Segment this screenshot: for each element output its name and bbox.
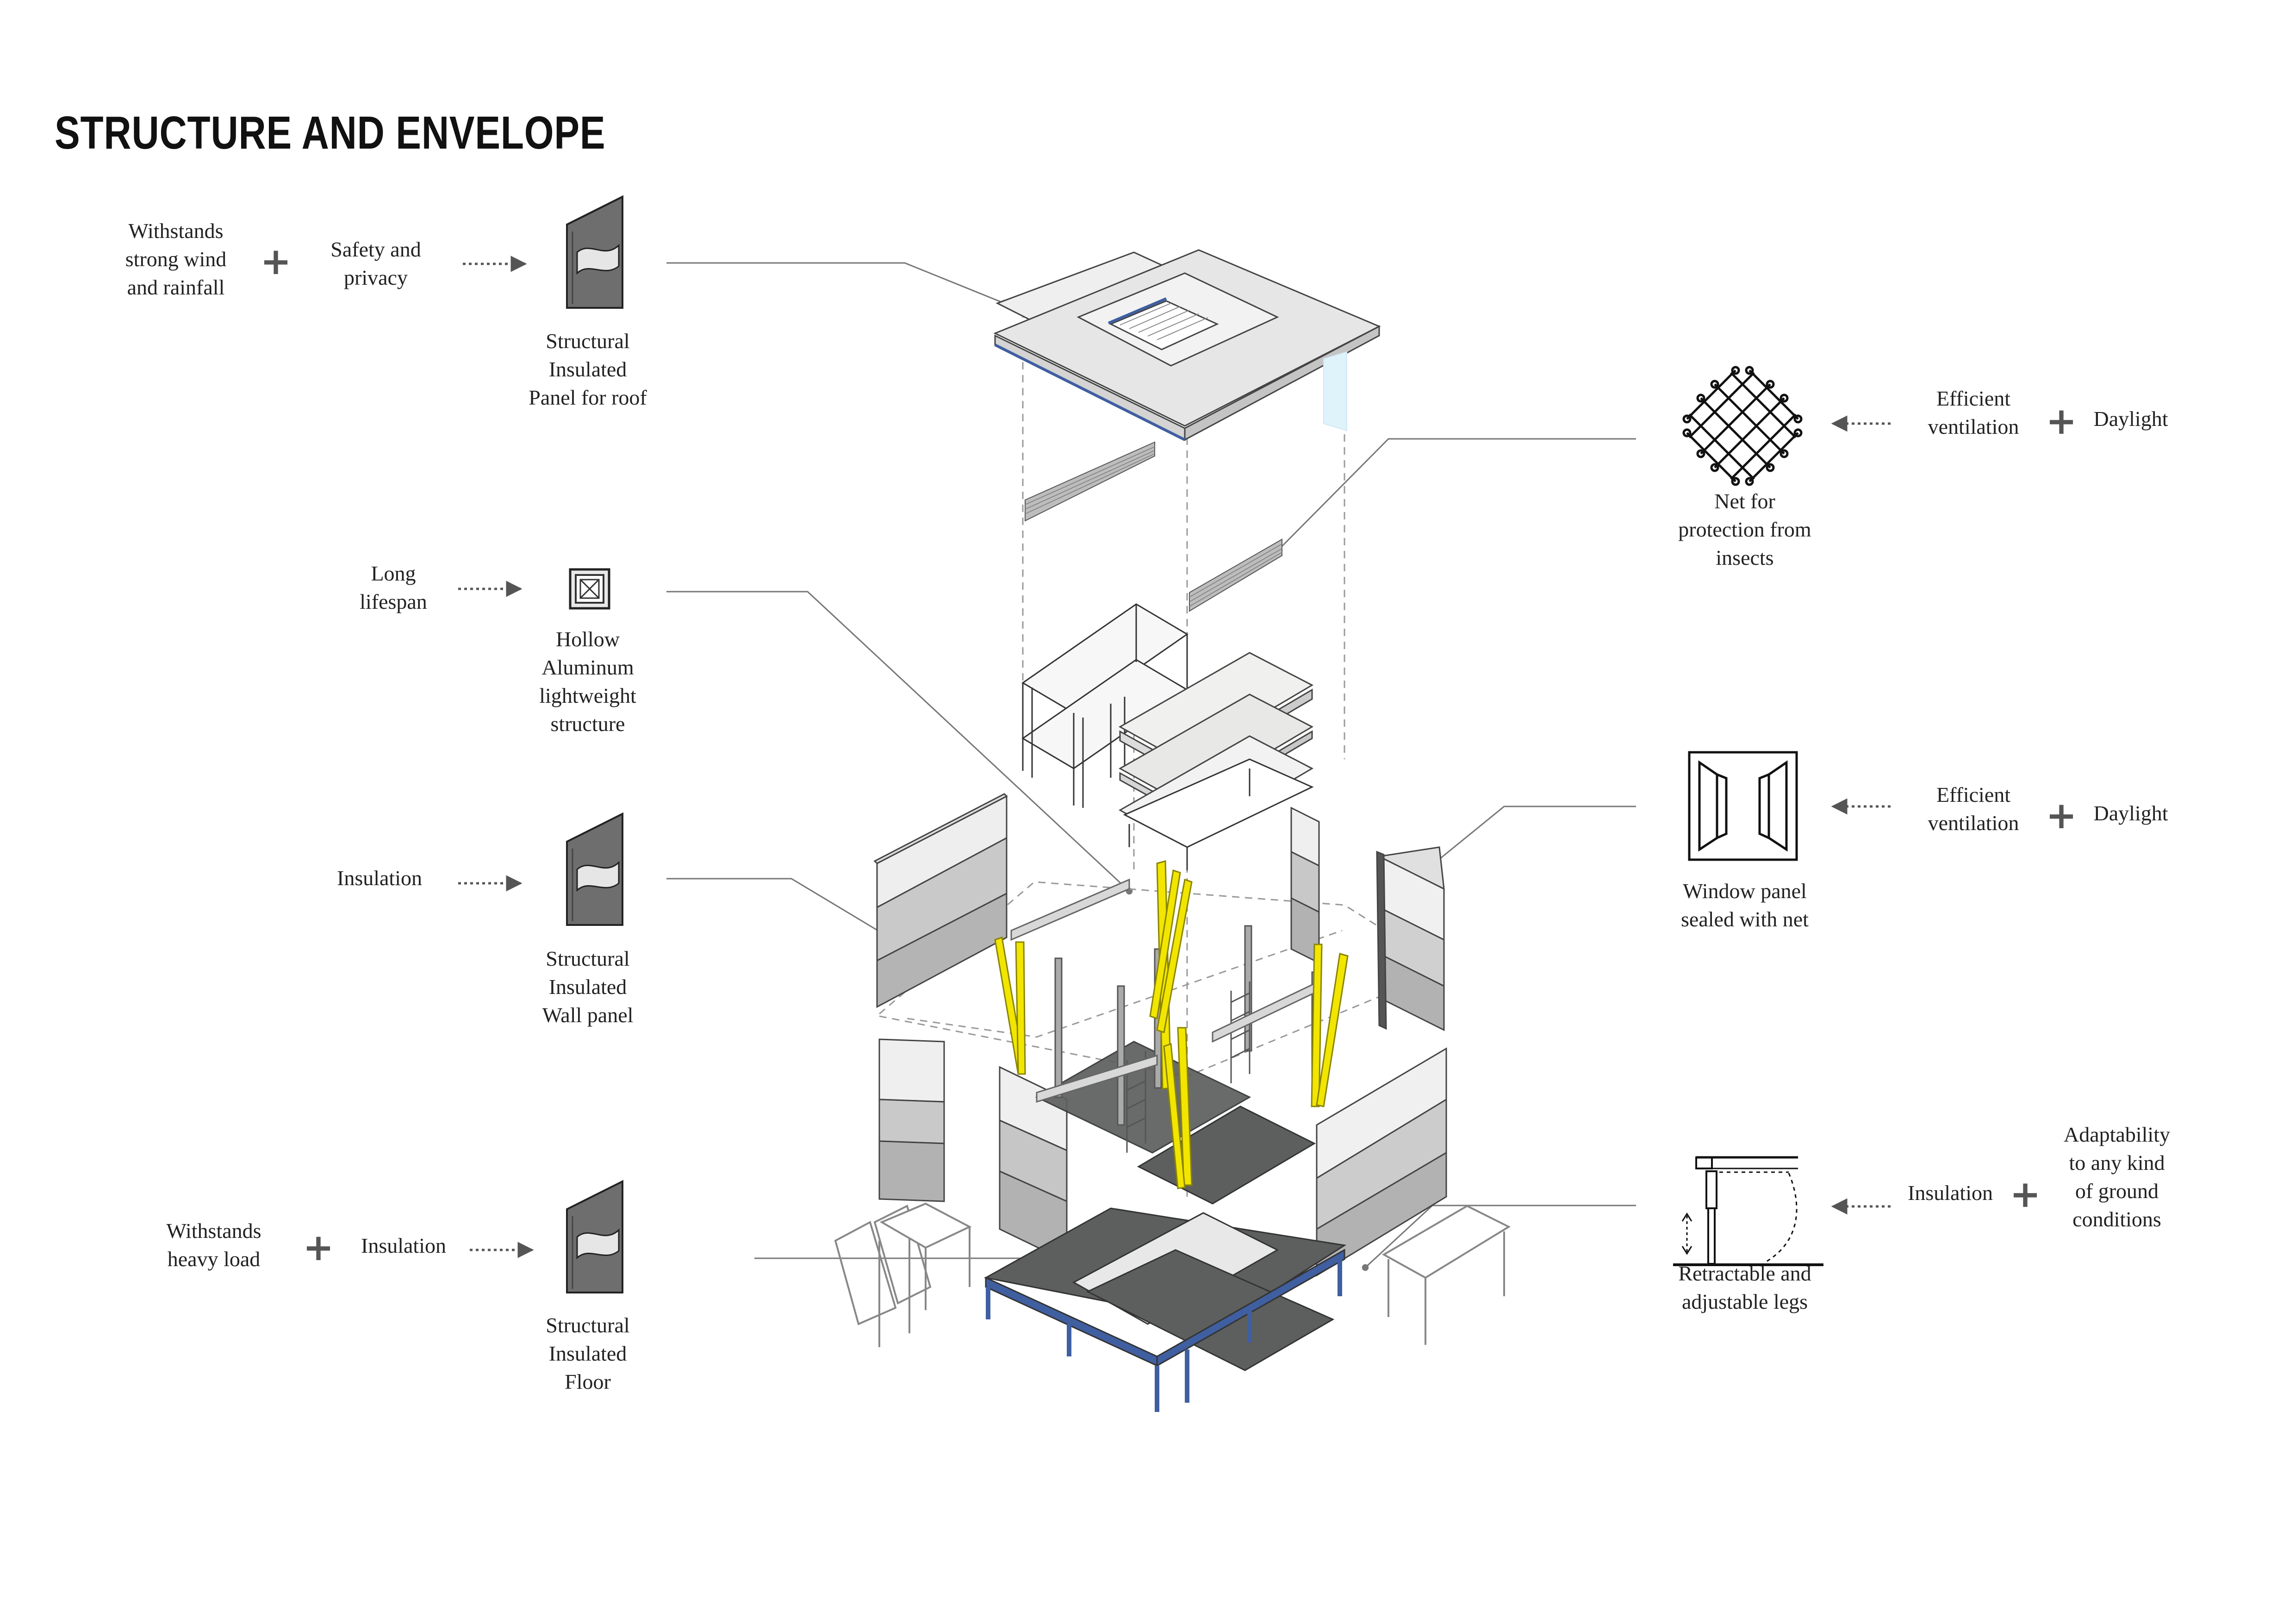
insulated-panel-icon: [566, 195, 623, 309]
net-input-1-label: Efficient ventilation: [1928, 387, 2019, 438]
lower-wall-panel-front: [999, 1066, 1068, 1263]
roof-component-label: Structural Insulated Panel for roof: [529, 329, 647, 409]
net-input-2-label: Daylight: [2093, 407, 2168, 431]
window-leader-line: [1421, 806, 1636, 875]
floor-platform: [983, 1041, 1347, 1412]
frame-component-label: Hollow Aluminum lightweight structure: [539, 627, 636, 736]
roof-leader-line: [666, 262, 1008, 307]
hollow-aluminum-profile-icon: [569, 568, 610, 610]
floor-input-2-label: Insulation: [361, 1234, 446, 1257]
ladder-right: [1230, 981, 1251, 1083]
louvre-strips: [1025, 441, 1282, 612]
wall-leader-line: [666, 878, 885, 937]
wall-panel-center-right: [1290, 806, 1320, 964]
legs-plus-sign: +: [2010, 1173, 2041, 1216]
aluminum-beams: [1010, 878, 1320, 1103]
dotted-arrows: [458, 256, 1891, 1258]
wall-panel-left: [873, 793, 1008, 1008]
net-plus-sign: +: [2046, 400, 2077, 443]
side-table: [1381, 1205, 1511, 1345]
page-title: STRUCTURE AND ENVELOPE: [55, 107, 606, 159]
floor-input-1-label: Withstands heavy load: [166, 1219, 261, 1271]
window-input-1-label: Efficient ventilation: [1928, 783, 2019, 835]
floor-plus-sign: +: [303, 1226, 334, 1269]
legs-input-2-label: Adaptability to any kind of ground condi…: [2064, 1123, 2170, 1231]
net-leader-line: [1274, 438, 1636, 555]
wall-panel-right: [1376, 846, 1445, 1031]
frame-leader-line: [666, 591, 1133, 895]
roof-plus-sign: +: [260, 240, 292, 283]
window-component-label: Window panel sealed with net: [1681, 879, 1809, 931]
insulated-panel-icon: [566, 812, 623, 926]
window-input-2-label: Daylight: [2093, 801, 2168, 825]
yellow-tree-structure: [994, 860, 1349, 1189]
wall-input-1-label: Insulation: [337, 866, 422, 890]
roof-panels: [993, 249, 1381, 441]
mesh-net-icon: [1682, 366, 1803, 486]
frame-input-1-label: Long lifespan: [360, 562, 427, 613]
insulated-panel-icon: [566, 1180, 623, 1293]
wall-component-label: Structural Insulated Wall panel: [542, 947, 634, 1027]
retractable-leg-icon: [1673, 1156, 1823, 1266]
net-component-label: Net for protection from insects: [1678, 489, 1811, 569]
legs-input-1-label: Insulation: [1908, 1181, 1993, 1205]
shelving-unit: [1021, 603, 1188, 808]
window-panel-icon: [1688, 751, 1798, 861]
roof-input-1-label: Withstands strong wind and rainfall: [125, 219, 227, 299]
floor-component-label: Structural Insulated Floor: [546, 1313, 630, 1393]
folding-chairs: [834, 1202, 972, 1347]
roof-input-2-label: Safety and privacy: [330, 237, 421, 289]
shelf-frame: [1123, 758, 1314, 870]
lower-wall-panel-left: [878, 1038, 945, 1202]
window-plus-sign: +: [2046, 794, 2077, 837]
